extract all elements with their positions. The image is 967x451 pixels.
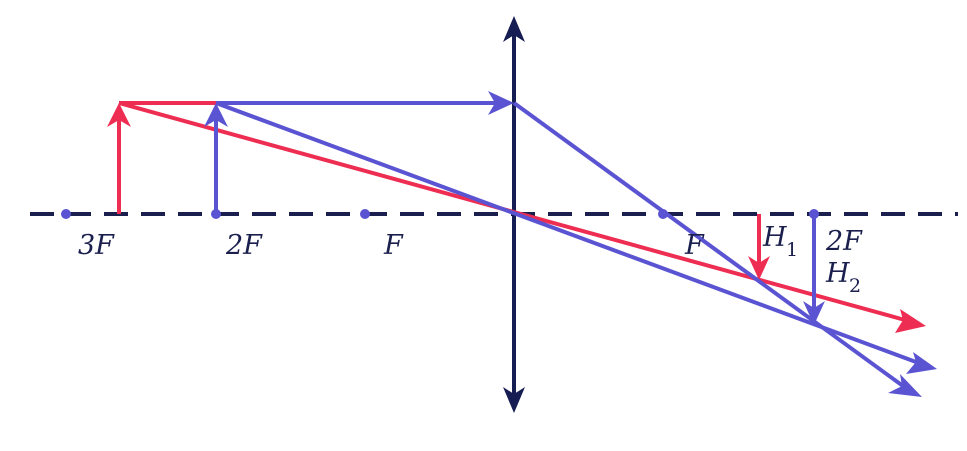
label-f-right: F [684,230,705,261]
label-2f-right: 2F [825,226,863,257]
red-image-arrowhead [748,256,770,280]
blue-object-arrowhead [204,103,228,127]
label-h2-main: H [825,258,850,289]
blue-central-ray-arrowhead [906,352,937,374]
label-h2-sub: 2 [849,275,861,297]
label-h2: H 2 [825,258,861,297]
label-3f: 3F [78,230,115,261]
blue-central-ray [215,101,917,364]
blue-refracted-ray-arrowhead [888,374,922,397]
blue-parallel-ray-arrowhead [488,91,514,115]
lens-bottom-arrowhead [503,387,525,413]
label-h1-main: H [762,222,787,253]
red-object-group [107,101,926,333]
label-f-left: F [383,230,404,261]
label-h1: H 1 [762,222,798,261]
red-central-ray-arrowhead [895,309,926,333]
lens-top-arrowhead [503,16,525,42]
red-object-arrowhead [107,103,131,127]
blue-image-arrowhead [803,301,825,325]
focal-dot-3f [61,209,71,219]
label-2f-left: 2F [225,230,263,261]
focal-dot-f-left [360,209,370,219]
blue-refracted-ray [512,101,905,388]
blue-object-group [204,91,937,397]
label-h1-sub: 1 [786,239,798,261]
